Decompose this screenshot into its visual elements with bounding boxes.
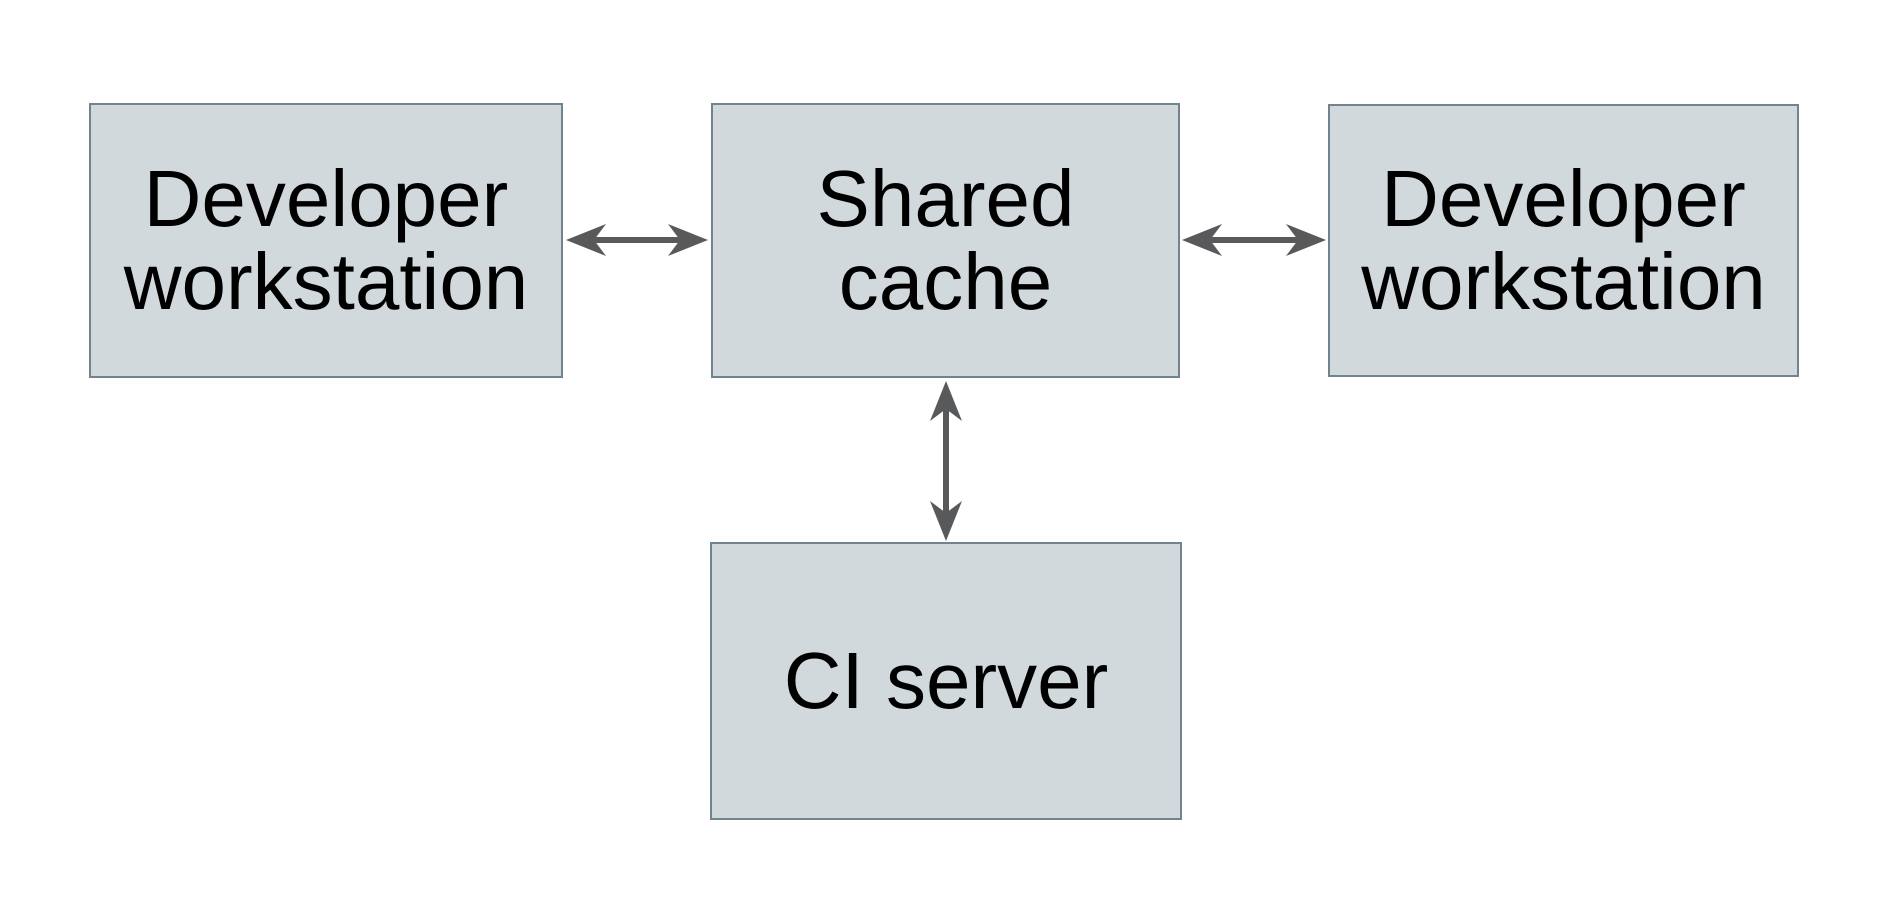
arrowhead-right (1286, 224, 1326, 256)
double-arrow-cache-to-workstation-right-icon (1182, 224, 1326, 256)
arrowhead-left (566, 224, 606, 256)
node-developer-workstation-left: Developer workstation (89, 103, 563, 378)
double-arrow-cache-to-ci-server-icon (930, 381, 962, 541)
node-developer-workstation-left-label: Developer workstation (123, 154, 529, 326)
arrowhead-bottom (930, 501, 962, 541)
arrowhead-right (668, 224, 708, 256)
node-developer-workstation-right-label: Developer workstation (1361, 154, 1766, 326)
node-ci-server: CI server (710, 542, 1182, 820)
node-shared-cache-label: Shared cache (816, 154, 1075, 326)
arrowhead-left (1182, 224, 1222, 256)
node-ci-server-label: CI server (783, 635, 1109, 725)
arrowhead-top (930, 381, 962, 421)
double-arrow-workstation-left-to-cache-icon (566, 224, 708, 256)
node-shared-cache: Shared cache (711, 103, 1180, 378)
node-developer-workstation-right: Developer workstation (1328, 104, 1799, 377)
